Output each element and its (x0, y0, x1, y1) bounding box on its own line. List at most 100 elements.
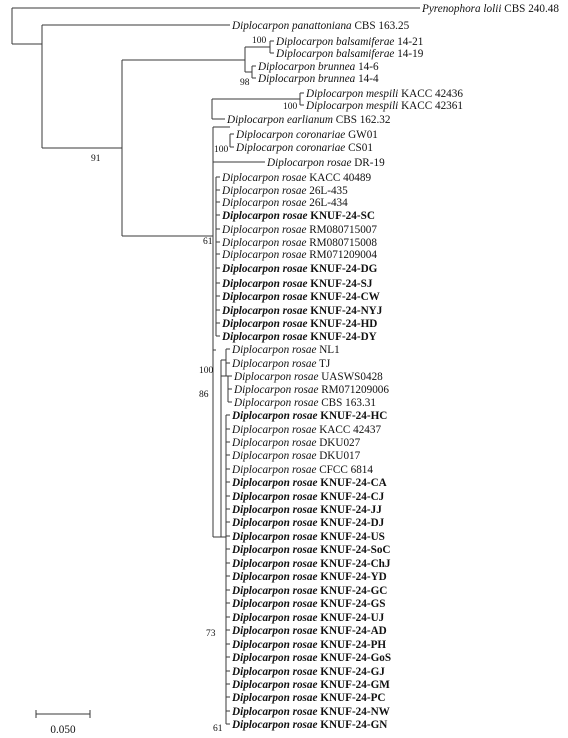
taxon-binomial: Diplocarpon rosae (221, 237, 306, 249)
taxon-strain: TJ (316, 358, 330, 370)
bootstrap-value: 61 (203, 237, 213, 247)
taxon-label: Diplocarpon rosae KNUF-24-ChJ (231, 558, 391, 570)
taxon-binomial: Diplocarpon rosae (266, 157, 351, 169)
taxon-binomial: Diplocarpon rosae (231, 612, 317, 624)
taxon-label: Diplocarpon rosae KNUF-24-JJ (231, 504, 382, 516)
taxon-label: Diplocarpon rosae KNUF-24-CA (231, 477, 387, 489)
taxon-label: Diplocarpon rosae KNUF-24-YD (231, 571, 387, 583)
taxon-label: Diplocarpon rosae KNUF-24-HC (231, 410, 387, 422)
taxon-label: Diplocarpon rosae KACC 42437 (231, 424, 381, 436)
taxon-strain: CBS 240.48 (501, 3, 559, 15)
taxon-strain: KNUF-24-GJ (317, 666, 385, 678)
taxon-label: Diplocarpon rosae KNUF-24-SJ (221, 278, 373, 290)
taxon-strain: KNUF-24-GM (317, 679, 390, 691)
taxon-strain: KNUF-24-US (317, 531, 384, 543)
taxon-binomial: Diplocarpon rosae (231, 679, 317, 691)
taxon-label: Diplocarpon rosae KNUF-24-CW (221, 291, 381, 303)
taxon-label: Diplocarpon rosae KACC 40489 (221, 172, 371, 184)
taxon-strain: CS01 (345, 142, 373, 154)
taxon-label: Diplocarpon rosae KNUF-24-SoC (231, 544, 391, 556)
taxon-label: Diplocarpon rosae KNUF-24-PC (231, 692, 386, 704)
taxon-binomial: Diplocarpon rosae (231, 652, 317, 664)
taxon-binomial: Diplocarpon rosae (231, 692, 317, 704)
taxon-strain: KNUF-24-HD (307, 318, 377, 330)
taxon-label: Diplocarpon rosae KNUF-24-AD (231, 625, 387, 637)
taxon-binomial: Diplocarpon rosae (231, 464, 316, 476)
taxon-strain: KNUF-24-GoS (317, 652, 391, 664)
bootstrap-value: 91 (91, 154, 101, 164)
taxon-strain: KNUF-24-AD (317, 625, 386, 637)
taxon-strain: KNUF-24-NW (317, 706, 390, 718)
taxon-binomial: Diplocarpon rosae (221, 185, 306, 197)
taxon-label: Pyrenophora lolii CBS 240.48 (421, 3, 559, 15)
taxon-label: Diplocarpon balsamiferae 14-19 (275, 48, 424, 60)
taxon-label: Diplocarpon coronariae GW01 (235, 129, 378, 141)
taxon-binomial: Diplocarpon rosae (221, 331, 307, 343)
taxon-label: Diplocarpon rosae KNUF-24-NW (231, 706, 391, 718)
bootstrap-value: 100 (214, 145, 229, 155)
bootstrap-value: 73 (206, 629, 216, 639)
taxon-strain: 14-4 (355, 73, 379, 85)
bootstrap-value: 100 (199, 366, 214, 376)
taxon-label: Diplocarpon rosae TJ (231, 358, 331, 370)
taxon-strain: KNUF-24-GN (317, 719, 387, 731)
taxon-strain: KNUF-24-HC (317, 410, 387, 422)
taxon-strain: KACC 42436 (398, 88, 463, 100)
taxon-binomial: Diplocarpon coronariae (235, 142, 345, 154)
taxon-label: Diplocarpon rosae KNUF-24-GN (231, 719, 387, 731)
taxon-strain: KNUF-24-PH (317, 639, 386, 651)
taxon-binomial: Diplocarpon earlianum (226, 114, 333, 126)
taxon-label: Diplocarpon rosae KNUF-24-GC (231, 585, 387, 597)
taxon-binomial: Diplocarpon rosae (233, 397, 318, 409)
taxon-label: Diplocarpon rosae UASWS0428 (233, 371, 383, 383)
taxon-binomial: Diplocarpon rosae (221, 318, 307, 330)
taxon-strain: KNUF-24-GS (317, 598, 385, 610)
taxon-strain: 14-19 (394, 48, 423, 60)
taxon-label: Diplocarpon rosae KNUF-24-GoS (231, 652, 391, 664)
taxon-label: Diplocarpon rosae RM071209006 (233, 384, 389, 396)
taxon-label: Diplocarpon rosae DKU027 (231, 437, 361, 449)
taxon-label: Diplocarpon earlianum CBS 162.32 (226, 114, 390, 126)
taxon-strain: 26L-435 (306, 185, 348, 197)
taxon-binomial: Diplocarpon rosae (231, 450, 316, 462)
taxon-binomial: Diplocarpon brunnea (257, 73, 356, 85)
taxon-binomial: Diplocarpon rosae (231, 344, 316, 356)
taxon-label: Diplocarpon rosae CFCC 6814 (231, 464, 373, 476)
taxon-strain: KNUF-24-DG (307, 263, 377, 275)
taxon-strain: KNUF-24-DJ (317, 517, 384, 529)
taxon-strain: CFCC 6814 (316, 464, 373, 476)
scale-bar-label: 0.050 (50, 724, 76, 736)
taxon-binomial: Diplocarpon rosae (233, 384, 318, 396)
taxon-binomial: Diplocarpon rosae (231, 531, 317, 543)
taxon-strain: KNUF-24-SC (307, 210, 374, 222)
taxon-binomial: Diplocarpon rosae (221, 172, 306, 184)
scale-bar: 0.050 (35, 710, 91, 736)
taxon-binomial: Diplocarpon rosae (231, 639, 317, 651)
taxon-strain: RM071209004 (306, 249, 377, 261)
taxon-label: Diplocarpon rosae KNUF-24-NYJ (221, 305, 383, 317)
taxon-label: Diplocarpon rosae KNUF-24-DJ (231, 517, 385, 529)
taxon-strain: CBS 163.25 (352, 20, 410, 32)
taxon-binomial: Diplocarpon rosae (231, 504, 317, 516)
bootstrap-value: 98 (240, 78, 250, 88)
taxon-strain: RM080715008 (306, 237, 377, 249)
taxon-binomial: Diplocarpon rosae (221, 224, 306, 236)
taxon-strain: DR-19 (351, 157, 385, 169)
taxon-strain: KNUF-24-UJ (317, 612, 384, 624)
taxon-strain: UASWS0428 (318, 371, 383, 383)
bootstrap-value: 100 (283, 102, 298, 112)
taxon-strain: KACC 40489 (306, 172, 371, 184)
taxon-binomial: Diplocarpon rosae (231, 544, 317, 556)
taxon-binomial: Diplocarpon rosae (231, 571, 317, 583)
taxon-label: Diplocarpon rosae KNUF-24-HD (221, 318, 377, 330)
taxon-strain: KACC 42361 (398, 100, 463, 112)
taxon-strain: 14-6 (355, 61, 379, 73)
bootstrap-value: 61 (213, 724, 223, 734)
taxon-binomial: Diplocarpon rosae (231, 437, 316, 449)
taxon-binomial: Diplocarpon brunnea (257, 61, 356, 73)
taxon-binomial: Diplocarpon rosae (221, 263, 307, 275)
taxon-strain: KNUF-24-NYJ (307, 305, 382, 317)
taxon-label: Diplocarpon rosae 26L-434 (221, 197, 348, 209)
taxon-strain: RM080715007 (306, 224, 377, 236)
